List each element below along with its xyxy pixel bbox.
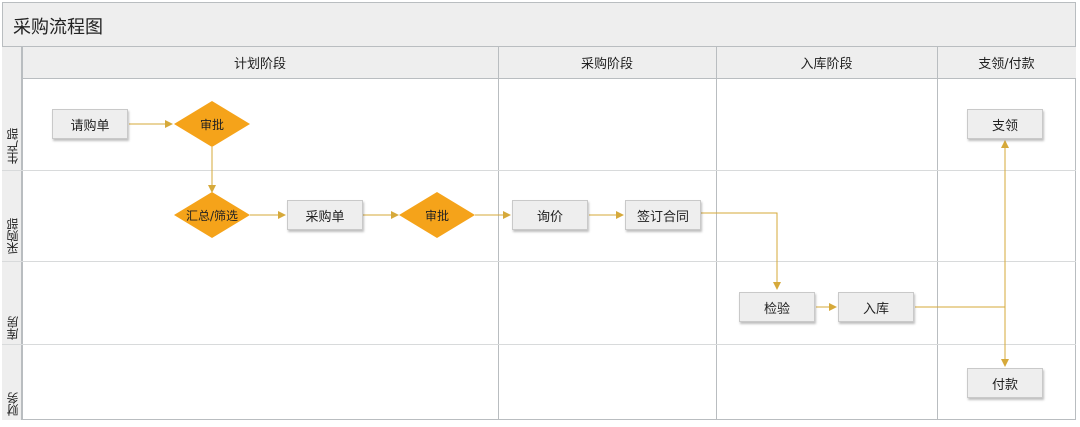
node-summarize[interactable]: 汇总/筛选 xyxy=(174,192,250,238)
grid-line xyxy=(716,47,717,420)
node-approve-2[interactable]: 审批 xyxy=(399,192,475,238)
diagram-title: 采购流程图 xyxy=(13,17,103,38)
column-header-warehouse: 入库阶段 xyxy=(716,47,937,79)
node-inquiry[interactable]: 询价 xyxy=(512,200,588,230)
title-bar: 采购流程图 xyxy=(2,2,1076,47)
node-purchase-order[interactable]: 采购单 xyxy=(287,200,363,230)
grid-line xyxy=(2,344,1076,345)
node-approve-1[interactable]: 审批 xyxy=(174,101,250,147)
connector-contract-to-inspect xyxy=(701,212,781,290)
node-sign-contract[interactable]: 签订合同 xyxy=(625,200,701,230)
column-header-purchase: 采购阶段 xyxy=(498,47,716,79)
decision-diamond-shape xyxy=(174,101,250,147)
grid-line xyxy=(937,47,938,420)
column-header-plan: 计划阶段 xyxy=(22,47,498,79)
node-summarize-label: 汇总/筛选 xyxy=(185,208,239,223)
decision-diamond-shape xyxy=(174,192,250,238)
node-approve-1-label: 审批 xyxy=(199,117,224,132)
grid-line xyxy=(2,261,1076,262)
node-inspect[interactable]: 检验 xyxy=(739,292,815,322)
node-warehouse-in[interactable]: 入库 xyxy=(838,292,914,322)
node-request-form[interactable]: 请购单 xyxy=(52,109,128,139)
node-payment[interactable]: 付款 xyxy=(967,368,1043,398)
grid-line xyxy=(22,47,23,420)
grid-line xyxy=(2,170,1076,171)
grid-line xyxy=(498,47,499,420)
node-approve-2-label: 审批 xyxy=(424,208,449,223)
node-requisition[interactable]: 支领 xyxy=(967,109,1043,139)
decision-diamond-shape xyxy=(399,192,475,238)
column-header-payment: 支领/付款 xyxy=(937,47,1076,79)
row-header-column xyxy=(2,47,22,420)
